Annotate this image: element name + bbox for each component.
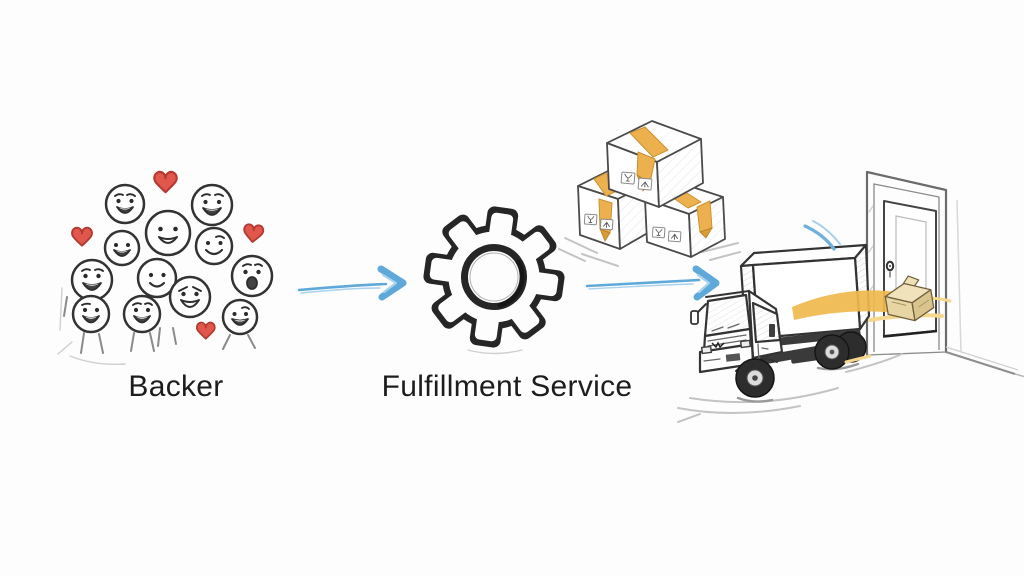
door-icon [865, 170, 1024, 378]
truck-logo [711, 341, 725, 349]
heart-icon [71, 226, 93, 247]
wing-mirror [690, 310, 699, 325]
motion-streak [792, 290, 905, 320]
smiley-face-icon [144, 209, 192, 257]
arrow-fulfillment-to-delivery-icon [585, 265, 720, 301]
headlight [739, 339, 752, 349]
smiley-face-icon [70, 258, 114, 302]
gear-hole [461, 244, 527, 310]
gear-shadow [467, 349, 523, 355]
smiley-face-icon [122, 294, 162, 334]
smiley-face-icon [190, 183, 234, 227]
side-mirror [769, 324, 775, 337]
pencil-stroke [57, 341, 73, 355]
package-delivery-motion [792, 220, 952, 364]
cardboard-box [644, 182, 726, 258]
delivery-truck-icon [690, 243, 871, 398]
wall-line [956, 199, 962, 353]
crowd-bodies [63, 296, 256, 366]
heart-icon [243, 223, 265, 243]
headlight [700, 345, 713, 355]
truck-cab [690, 289, 784, 374]
swoosh-icon [803, 220, 841, 251]
baseboard-line [945, 351, 1016, 375]
heart-icon [195, 321, 216, 340]
backer-crowd-icon [57, 170, 274, 366]
smiley-face-icon [136, 257, 178, 299]
backer-label: Backer [128, 370, 223, 403]
arrow-backer-to-fulfillment-icon [297, 265, 407, 301]
package-icon [884, 275, 935, 322]
smiley-face-icon [221, 298, 259, 336]
cardboard-box [606, 120, 704, 208]
smiley-face-icon [230, 254, 274, 298]
gear-icon [423, 206, 565, 348]
heart-icon [153, 170, 178, 194]
fulfillment-label: Fulfillment Service [382, 370, 633, 403]
smiley-face-icon [194, 226, 234, 266]
smiley-face-icon [71, 294, 111, 334]
smiley-face-icon [104, 183, 146, 225]
smiley-face-icon [103, 229, 141, 267]
pencil-stroke [59, 287, 63, 331]
smiley-face-icon [168, 275, 212, 319]
shipping-boxes-icon [558, 120, 741, 267]
door-knob [885, 260, 895, 278]
